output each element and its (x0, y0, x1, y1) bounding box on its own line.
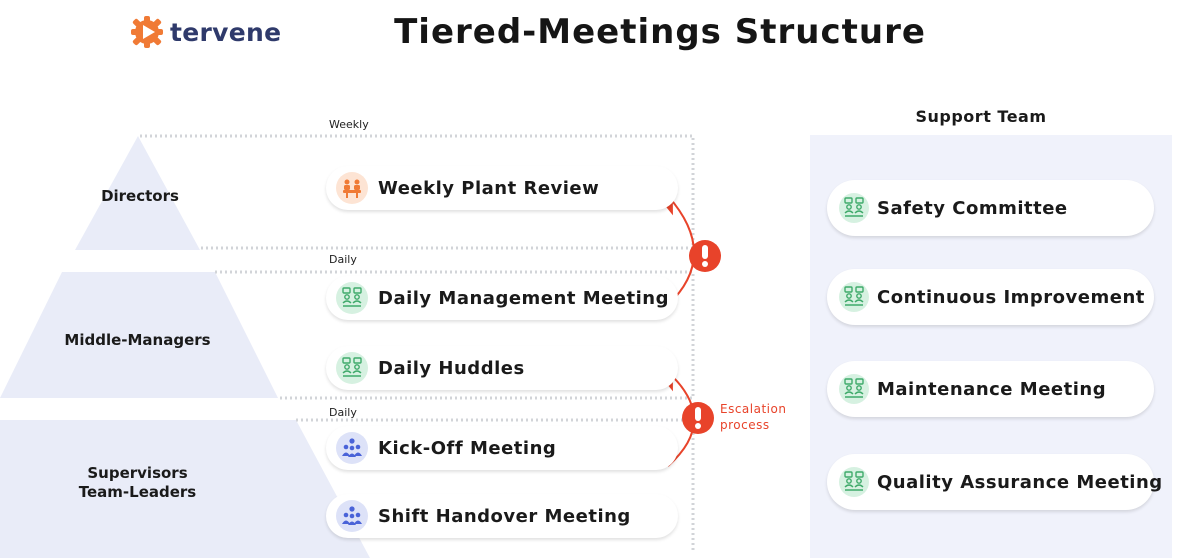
meeting-card-daily-huddles[interactable]: Daily Huddles (326, 346, 678, 390)
meeting-card-shift-handover[interactable]: Shift Handover Meeting (326, 494, 678, 538)
support-card-quality-assurance[interactable]: Quality Assurance Meeting (827, 454, 1162, 510)
support-card-safety-committee[interactable]: Safety Committee (827, 180, 1154, 236)
meeting-label: Weekly Plant Review (378, 177, 600, 199)
team-discussion-icon (839, 374, 869, 404)
meeting-card-daily-management[interactable]: Daily Management Meeting (326, 276, 678, 320)
support-item-label: Safety Committee (877, 197, 1068, 219)
meeting-label: Daily Management Meeting (378, 287, 669, 309)
team-discussion-icon (336, 352, 368, 384)
frequency-label-weekly: Weekly (329, 118, 369, 131)
tervene-logo-icon (131, 16, 163, 48)
meeting-card-kick-off[interactable]: Kick-Off Meeting (326, 426, 678, 470)
tier-label-directors: Directors (101, 187, 179, 205)
frequency-label-daily-managers: Daily (329, 253, 357, 266)
team-discussion-icon (839, 282, 869, 312)
meeting-label: Daily Huddles (378, 357, 525, 379)
escalation-process-label: Escalation process (720, 402, 787, 432)
support-item-label: Quality Assurance Meeting (877, 471, 1163, 493)
logo-text: tervene (170, 17, 282, 47)
support-item-label: Maintenance Meeting (877, 378, 1107, 400)
pyramid-diagram (0, 134, 721, 558)
meeting-label: Kick-Off Meeting (378, 437, 557, 459)
team-discussion-icon (839, 193, 869, 223)
exclamation-icon-lower (682, 402, 714, 434)
logo: tervene (130, 14, 281, 50)
meeting-table-icon (336, 172, 368, 204)
team-discussion-icon (839, 467, 869, 497)
support-team-title: Support Team (915, 107, 1047, 126)
tier-directors-shape (75, 136, 200, 250)
frequency-label-daily-supervisors: Daily (329, 406, 357, 419)
team-group-icon (336, 432, 368, 464)
support-item-label: Continuous Improvement (877, 286, 1145, 308)
tier-middle-managers-shape (0, 272, 278, 398)
tier-directors-frame (140, 134, 695, 250)
support-card-maintenance-meeting[interactable]: Maintenance Meeting (827, 361, 1154, 417)
support-card-continuous-improvement[interactable]: Continuous Improvement (827, 269, 1154, 325)
tier-label-supervisors: Supervisors Team-Leaders (78, 464, 197, 501)
team-group-icon (336, 500, 368, 532)
tier-label-middle-managers: Middle-Managers (64, 331, 211, 349)
meeting-label: Shift Handover Meeting (378, 505, 631, 527)
tier-middle-managers-frame (215, 270, 695, 400)
exclamation-icon-upper (689, 240, 721, 272)
tier-supervisors-shape (0, 420, 370, 558)
team-discussion-icon (336, 282, 368, 314)
page-title: Tiered-Meetings Structure (394, 12, 926, 52)
meeting-card-weekly-plant-review[interactable]: Weekly Plant Review (326, 166, 678, 210)
